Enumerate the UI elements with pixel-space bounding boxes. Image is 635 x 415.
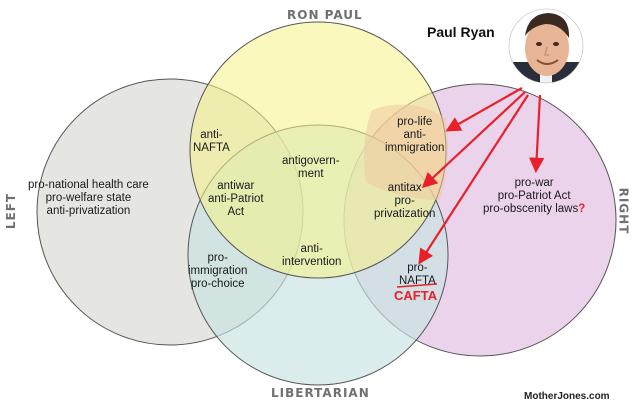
region-left-only: pro-national health care pro-welfare sta…: [28, 179, 149, 218]
region-right-only: pro-war pro-Patriot Act pro-obscenity la…: [483, 177, 585, 216]
ryan-label: Paul Ryan: [427, 24, 495, 40]
region-line: antitax: [374, 182, 435, 195]
region-line: intervention: [282, 256, 341, 269]
region-line: pro-obscenity laws: [483, 203, 578, 215]
region-line: antiwar: [208, 180, 264, 193]
region-top-center: antigovern- ment: [282, 155, 340, 181]
region-line: anti-privatization: [28, 205, 149, 218]
credit-text: MotherJones.com: [524, 391, 610, 402]
set-title-right: RIGHT: [616, 188, 630, 235]
region-line: Act: [208, 206, 264, 219]
set-title-left: LEFT: [4, 193, 18, 229]
person-portrait-icon: [509, 9, 584, 92]
region-left-top: anti- NAFTA: [193, 129, 230, 155]
region-line: pro-national health care: [28, 179, 149, 192]
region-line: pro-: [374, 195, 435, 208]
region-line: anti-: [282, 243, 341, 256]
region-line: pro-choice: [188, 278, 247, 291]
region-line: anti-: [385, 129, 444, 142]
region-left-bottom: pro- immigration pro-choice: [188, 252, 247, 291]
region-line: pro-war: [483, 177, 585, 190]
region-left-top-bottom: antiwar anti-Patriot Act: [208, 180, 264, 219]
region-line: ment: [282, 168, 340, 181]
set-title-top: RON PAUL: [287, 8, 363, 22]
region-line: NAFTA: [399, 275, 436, 288]
region-right-bottom: pro- NAFTA: [399, 262, 436, 288]
question-mark: ?: [578, 203, 585, 215]
region-line: antigovern-: [282, 155, 340, 168]
region-top-right-bottom: antitax pro- privatization: [374, 182, 435, 221]
region-line: NAFTA: [193, 142, 230, 155]
region-line: anti-Patriot: [208, 193, 264, 206]
region-line: pro-life: [385, 116, 444, 129]
region-line: pro-Patriot Act: [483, 190, 585, 203]
region-line: anti-: [193, 129, 230, 142]
region-line: pro-welfare state: [28, 192, 149, 205]
set-title-bottom: LIBERTARIAN: [271, 386, 370, 400]
region-line-with-mark: pro-obscenity laws?: [483, 203, 585, 216]
cafta-correction: CAFTA: [394, 288, 437, 303]
region-line: pro-: [399, 262, 436, 275]
region-line: immigration: [188, 265, 247, 278]
region-top-bottom: anti- intervention: [282, 243, 341, 269]
region-line: pro-: [188, 252, 247, 265]
region-top-right: pro-life anti- immigration: [385, 116, 444, 155]
region-line: privatization: [374, 208, 435, 221]
region-line: immigration: [385, 142, 444, 155]
